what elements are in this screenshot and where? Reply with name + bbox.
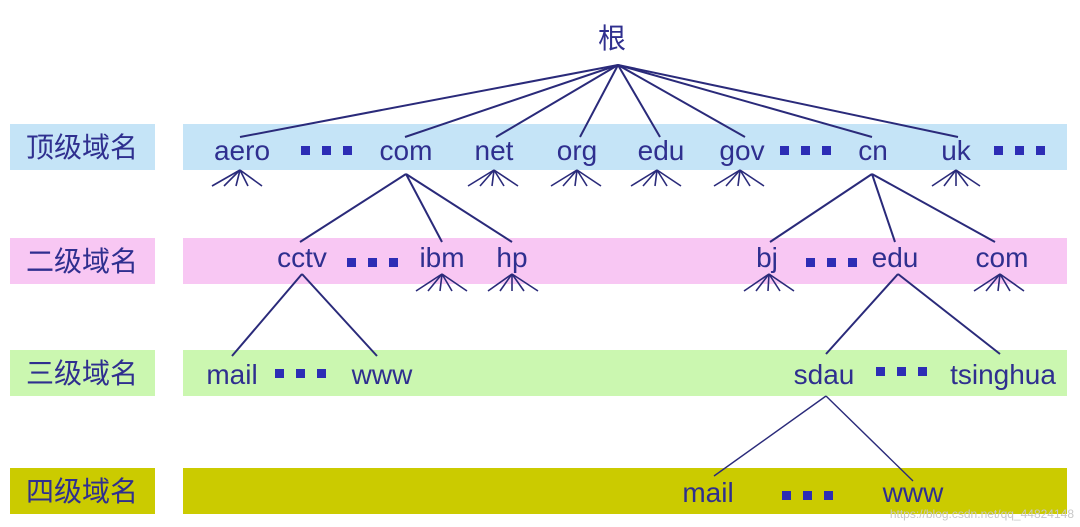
- tld-node-edu: edu: [638, 135, 685, 166]
- edge-com-cctv: [299, 173, 407, 243]
- edge-cn-com: [871, 173, 996, 243]
- root-node: 根: [598, 22, 626, 55]
- third-node-mail: mail: [206, 359, 257, 390]
- edge-root-edu: [617, 64, 661, 138]
- second-node-cctv: cctv: [277, 242, 327, 273]
- second-node-edu: edu: [872, 242, 919, 273]
- edge-cn-edu: [871, 173, 896, 243]
- ellipsis-icon: [347, 258, 398, 267]
- edge-com-ibm: [405, 173, 443, 243]
- tld-node-gov: gov: [719, 135, 764, 166]
- ellipsis-icon: [876, 367, 927, 376]
- edge-root-aero: [239, 64, 619, 138]
- level-label-third: 三级域名: [26, 357, 138, 390]
- edge-edu-sdau: [825, 273, 899, 355]
- fan-icon: [713, 169, 765, 187]
- level-label-box-top: [10, 124, 155, 170]
- fan-icon: [973, 273, 1025, 292]
- tld-node-com: com: [380, 135, 433, 166]
- level-label-box-third: [10, 350, 155, 396]
- second-node-ibm: ibm: [419, 242, 464, 273]
- fourth-node-mail: mail: [682, 477, 733, 508]
- ellipsis-icon: [301, 146, 352, 155]
- tld-node-net: net: [475, 135, 514, 166]
- edge-cn-bj: [769, 173, 873, 243]
- level-label-fourth: 四级域名: [26, 475, 138, 508]
- edge-cctv-mail: [231, 273, 303, 357]
- edge-sdau-www: [825, 395, 914, 482]
- ellipsis-icon: [782, 491, 833, 500]
- level-band-third: [183, 350, 1067, 396]
- edge-root-cn: [617, 64, 873, 138]
- third-node-sdau: sdau: [794, 359, 855, 390]
- ellipsis-icon: [994, 146, 1045, 155]
- tld-node-uk: uk: [941, 135, 972, 166]
- edge-sdau-mail: [713, 395, 827, 477]
- edge-root-net: [495, 64, 619, 138]
- tld-node-org: org: [557, 135, 597, 166]
- second-node-bj: bj: [756, 242, 778, 273]
- fourth-node-www: www: [882, 477, 944, 508]
- level-label-second: 二级域名: [26, 245, 138, 278]
- fan-icon: [743, 273, 795, 292]
- fan-icon: [211, 169, 263, 187]
- tld-node-cn: cn: [858, 135, 888, 166]
- level-label-box-fourth: [10, 468, 155, 514]
- fan-icon: [487, 273, 539, 292]
- edge-root-gov: [617, 64, 746, 138]
- edge-root-org: [579, 64, 619, 138]
- ellipsis-icon: [780, 146, 831, 155]
- third-node-www: www: [351, 359, 413, 390]
- edge-com-hp: [405, 173, 513, 243]
- edge-edu-tsinghua: [897, 273, 1001, 355]
- edge-cctv-www: [301, 273, 378, 357]
- root-edges: [239, 64, 959, 138]
- fan-icon: [550, 169, 602, 187]
- second-node-com: com: [976, 242, 1029, 273]
- level-band-second: [183, 238, 1067, 284]
- second-node-hp: hp: [496, 242, 527, 273]
- level-label-top: 顶级域名: [26, 131, 138, 164]
- fan-icon: [467, 169, 519, 187]
- fan-icon: [931, 169, 981, 187]
- edge-root-uk: [617, 64, 959, 138]
- watermark-text: https://blog.csdn.net/qq_44824148: [890, 507, 1074, 521]
- fan-icon: [630, 169, 682, 187]
- tld-node-aero: aero: [214, 135, 270, 166]
- level-band-top: [183, 124, 1067, 170]
- edge-root-com: [404, 64, 619, 138]
- ellipsis-icon: [806, 258, 857, 267]
- level-band-fourth: [183, 468, 1067, 514]
- ellipsis-icon: [275, 369, 326, 378]
- level-label-box-second: [10, 238, 155, 284]
- third-node-tsinghua: tsinghua: [950, 359, 1056, 390]
- fan-icon: [415, 273, 468, 292]
